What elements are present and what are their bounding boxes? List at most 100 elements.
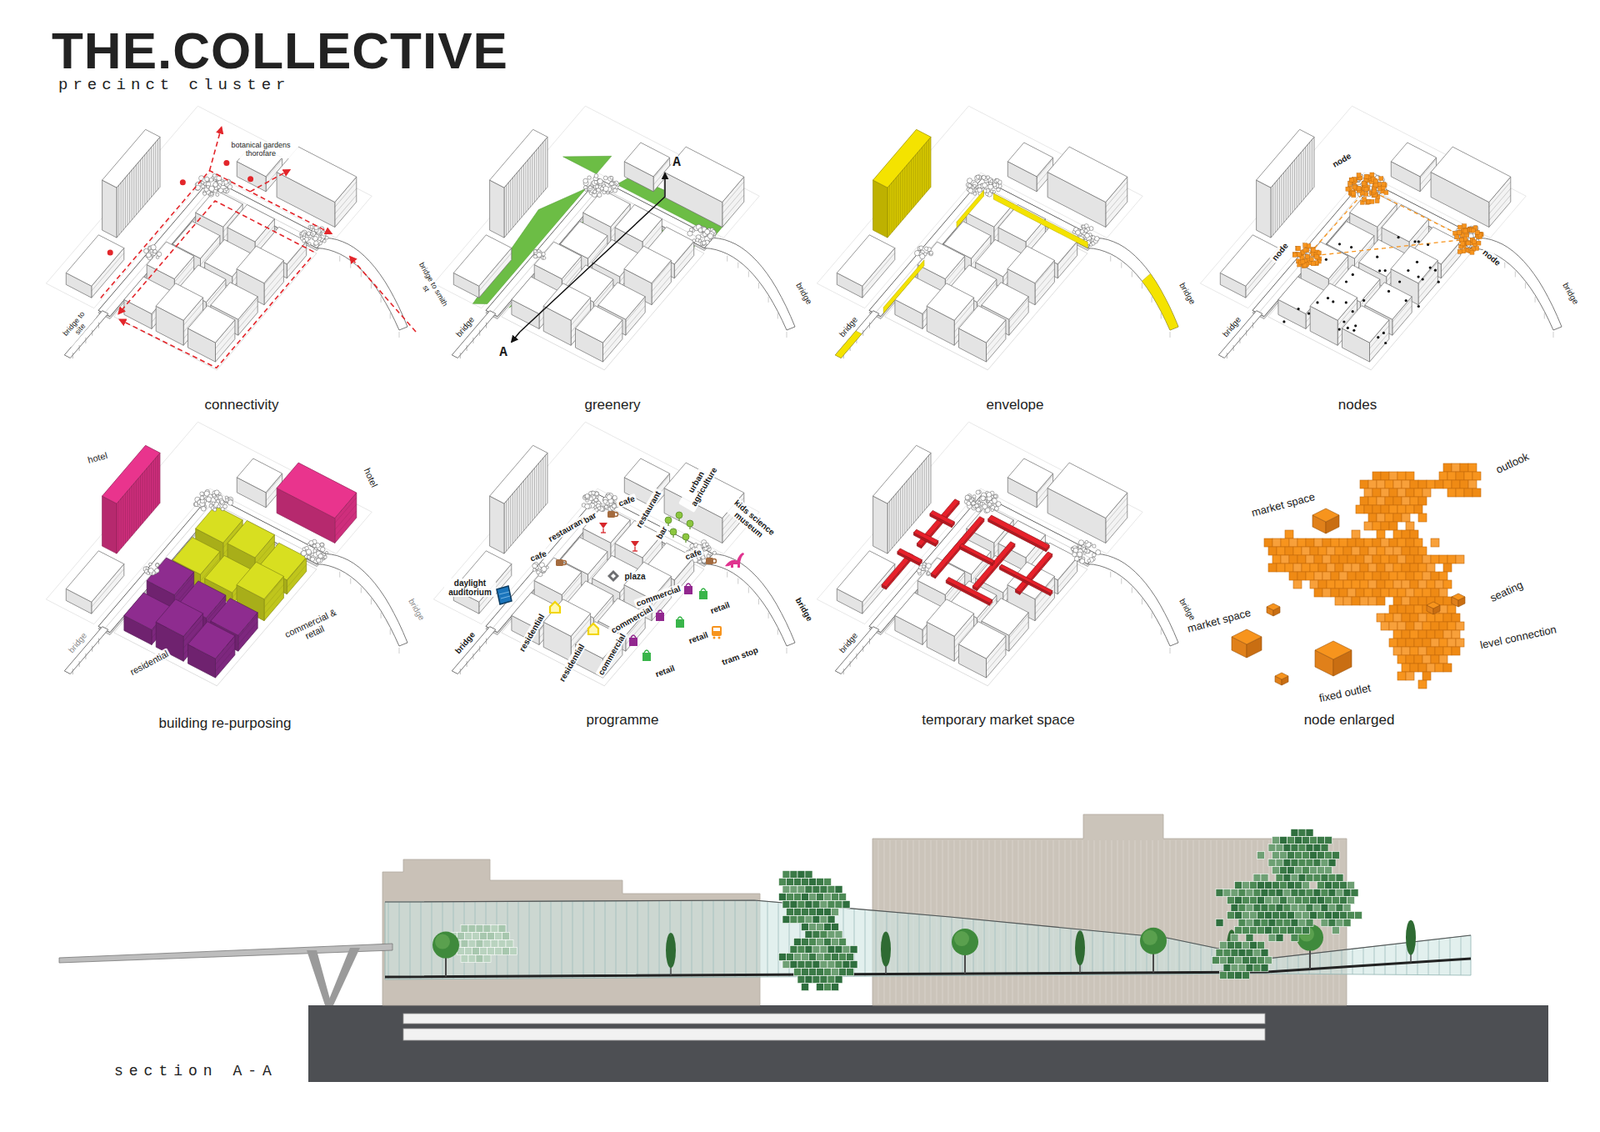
auditorium-icon [499,591,510,595]
facade-line [540,460,542,510]
floor-line [1418,275,1438,298]
building-roof [917,241,965,280]
node-block [1465,240,1470,245]
tree [591,500,595,504]
tree [975,175,980,179]
facade-line [144,155,145,205]
tree [1084,229,1088,233]
facade-line [900,172,901,223]
green-area [563,155,612,174]
facade-line [153,460,155,510]
building-roof [1300,241,1349,280]
tree-cluster [300,225,330,245]
building [188,621,235,679]
people-dot [1345,300,1348,304]
node-block [1456,230,1461,235]
node-block [1365,199,1370,204]
tree [224,180,229,185]
building-roof [1007,458,1053,493]
node-block [1460,237,1465,242]
tree-cluster [532,561,550,576]
floor-line [1035,268,1055,291]
facade-line [1292,162,1294,213]
tree [705,229,710,235]
facade-line [910,475,912,526]
tree [975,490,980,495]
bridge-pier [370,598,372,605]
building-face [102,495,117,554]
facade-line [118,185,120,235]
bridge-pier [1525,282,1526,289]
tree [205,176,210,181]
floor-line [1105,510,1128,536]
people-dot [1351,273,1355,276]
building-roof [959,621,1006,660]
building [836,235,895,298]
tree [587,175,591,180]
node-block [1364,174,1369,179]
floor-line [1370,332,1390,355]
building-roof [1007,142,1053,177]
floor-line [674,241,694,265]
tree [975,504,980,509]
node-block [1384,190,1389,195]
facade-line [1294,160,1295,210]
tree [216,175,222,181]
tree [995,501,1001,507]
people-dot [1417,240,1420,243]
node-block [1364,191,1369,196]
bridge-pier [748,270,750,277]
building-roof [1390,245,1438,284]
floor-line [1057,248,1077,271]
floor-line [651,261,671,285]
floor-line [335,510,357,536]
floor-line [1009,299,1029,322]
tree [195,185,201,190]
people-dot [1417,305,1420,308]
floor-line [335,504,357,530]
retail-icon [699,590,708,600]
cafe-icon [614,512,619,517]
facade-line [928,139,930,190]
floor-line [238,305,258,329]
facade-line [534,468,535,519]
node-block [1303,243,1308,248]
facade-line [155,457,156,508]
tree [300,550,306,556]
node-block [1310,248,1315,253]
tree [608,175,614,181]
tree [990,190,993,193]
building-roof [1047,462,1128,518]
people-dot [1415,260,1419,264]
site-outline [45,421,372,625]
facade-line [921,146,923,197]
retail-icon [677,616,683,620]
people-dot [1326,296,1330,300]
tree [1092,553,1097,558]
site-outline [433,421,760,625]
bridge-pier [79,660,80,667]
node-block [1375,199,1380,204]
bridge-deck [316,237,408,330]
building [959,621,1006,679]
route-line [100,170,332,299]
floor-line [1009,615,1029,638]
floor-line [286,248,306,271]
facade-line [536,465,538,516]
facade-line [915,155,916,205]
bridge-pier [1226,352,1228,359]
floor-line [1105,188,1128,214]
tree [320,542,325,547]
tree [977,185,981,189]
tree-cluster [581,490,620,512]
facade-line [925,141,927,192]
tree [153,249,158,254]
bridge-pier [360,270,362,277]
node-block [1373,179,1378,184]
people-dot [1384,341,1387,345]
tree [150,249,154,253]
facade-line [149,465,150,516]
building [1007,142,1053,192]
tree [215,193,220,197]
building [1430,146,1511,227]
